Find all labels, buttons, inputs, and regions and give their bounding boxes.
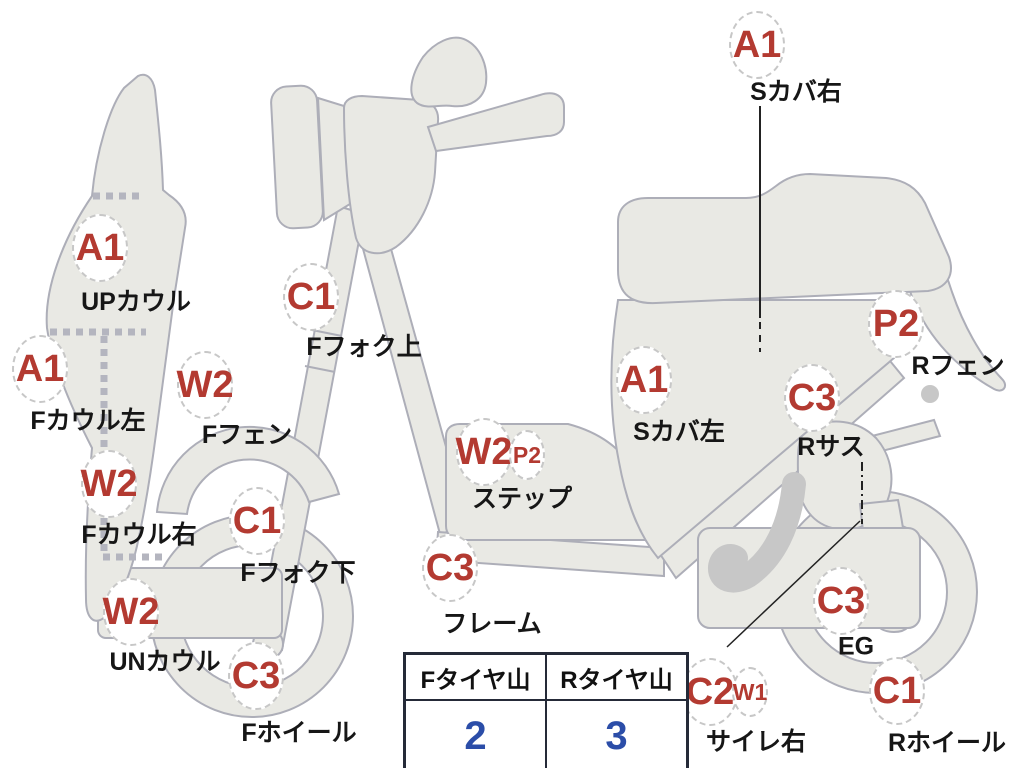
part-name-f-wheel: Fホイール [241,719,357,747]
part-name-f-fork-lower: Fフォク下 [240,559,356,587]
muffler-shape [708,472,806,593]
seat-shape [617,172,952,305]
part-name-engine: EG [837,632,875,661]
rear-tire-header: Rタイヤ山 [545,652,689,701]
label-code-r-suspension: C3 [784,364,840,432]
cowl-section-dotted-lines [50,192,166,561]
part-name-up-cowl: UPカウル [81,288,191,316]
label-code-r-wheel: C1 [869,657,925,725]
part-name-side-cover-left: Sカバ左 [633,418,725,446]
label-code-f-cowl-left: A1 [12,335,68,403]
handle-head-shape [342,94,440,255]
label-code-f-cowl-right: W2 [81,450,138,518]
part-name-f-fender: Fフェン [201,421,293,449]
handlebar-shape [426,92,565,153]
part-name-r-fender: Rフェン [911,352,1005,380]
front-fender-shape [155,425,341,516]
front-tire-value: 2 [403,699,547,768]
part-name-un-cowl: UNカウル [109,648,221,676]
label-code-f-fork-lower: C1 [229,487,285,555]
leader-silencer [726,520,861,648]
part-name-f-fork-upper: Fフォク上 [306,333,422,361]
part-name-side-cover-right: Sカバ右 [750,78,842,106]
part-name-r-suspension: Rサス [797,433,865,461]
label-code-r-fender: P2 [868,290,924,358]
tire-tread-table: Fタイヤ山 Rタイヤ山 2 3 [403,652,689,768]
part-name-step: ステップ [471,485,573,513]
label-subcode-silencer-right: W1 [732,667,768,717]
headlight-shape [270,84,324,230]
sus-bolt-shape [921,385,939,403]
label-code-frame: C3 [422,534,478,602]
label-code-step: W2 [456,418,513,486]
mirror-shape [410,36,488,108]
label-code-engine: C3 [813,567,869,635]
leader-lines [726,106,863,648]
label-code-side-cover-left: A1 [616,346,672,414]
part-name-f-cowl-left: Fカウル左 [30,407,146,435]
label-code-up-cowl: A1 [72,214,128,282]
label-code-un-cowl: W2 [103,578,160,646]
rear-tire-value: 3 [545,699,689,768]
part-name-frame: フレーム [442,610,542,638]
front-tire-header: Fタイヤ山 [403,652,547,701]
label-code-f-wheel: C3 [228,642,284,710]
part-name-silencer-right: サイレ右 [705,728,807,756]
part-name-r-wheel: Rホイール [887,729,1007,757]
label-subcode-step: P2 [509,430,545,480]
part-name-f-cowl-right: Fカウル右 [81,521,197,549]
label-code-side-cover-right: A1 [729,11,785,79]
label-code-f-fender: W2 [177,351,234,419]
label-code-silencer-right: C2 [682,658,738,726]
label-code-f-fork-upper: C1 [283,263,339,331]
